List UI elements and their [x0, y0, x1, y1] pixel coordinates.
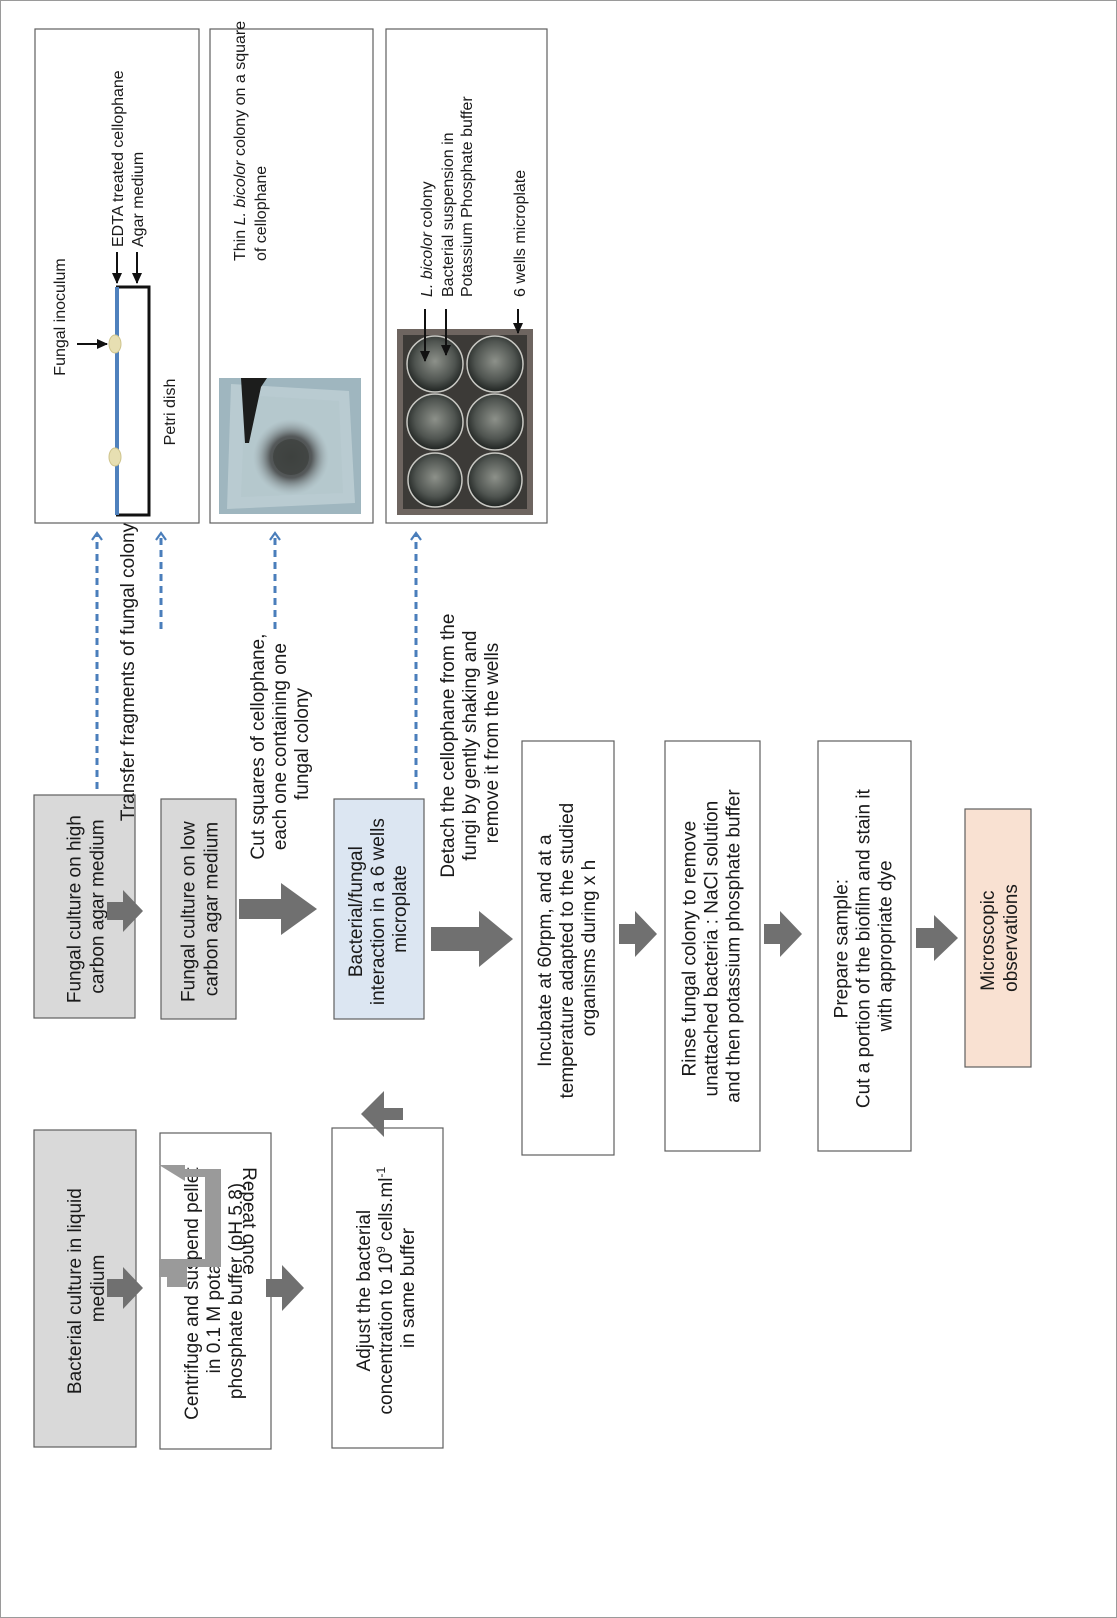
step-label-line: each one containing one	[270, 643, 291, 850]
flow-arrow	[916, 915, 958, 961]
flow-arrow	[239, 883, 317, 935]
petri-dish-label: Petri dish	[162, 379, 179, 446]
svg-text:Rinse fungal colony to remove: Rinse fungal colony to remove unattached…	[680, 789, 745, 1103]
box-bacterial-fungal-interaction: Bacterial/fungal interaction in a 6 well…	[333, 798, 425, 1020]
bacterial-suspension-label: Bacterial suspension in	[440, 132, 457, 297]
box-text: microplate	[390, 865, 411, 953]
box-text: Bacterial/fungal	[346, 846, 367, 977]
cellophane-caption: Thin L. bicolor colony on a square	[232, 21, 249, 261]
repeat-loop-arrow	[159, 1165, 221, 1287]
caption-species: L. bicolor	[232, 160, 249, 226]
svg-text:Prepare sample: Cut a po: Prepare sample: Cut a portion of the bio…	[832, 784, 897, 1108]
fungal-inoculum-blob	[108, 334, 122, 354]
panel-cellophane-colony: Thin L. bicolor colony on a square of ce…	[209, 21, 374, 524]
svg-text:Incubate at 60rpm, and at a: Incubate at 60rpm, and at a temperature …	[535, 797, 600, 1098]
microplate-photo	[397, 329, 533, 515]
box-text: organisms during x h	[579, 860, 600, 1036]
box-text: Fungal culture on low	[179, 821, 200, 1002]
box-incubate: Incubate at 60rpm, and at a temperature …	[521, 740, 615, 1156]
box-text: Fungal culture on high	[65, 815, 86, 1003]
box-text: carbon agar medium	[88, 819, 109, 993]
panel-microplate: L. bicolor colony Bacterial suspension i…	[385, 28, 548, 524]
box-text: Bacterial culture in liquid	[65, 1188, 86, 1394]
bacterial-suspension-label-line2: Potassium Phosphate buffer	[459, 96, 476, 297]
flow-arrow	[107, 1267, 143, 1309]
box-text: phosphate buffer (pH 5.8)	[226, 1183, 247, 1399]
petri-dish-outline	[116, 285, 151, 517]
caption-text: colony	[419, 181, 436, 232]
box-text: and then potassium phosphate buffer	[724, 789, 745, 1103]
box-text: Adjust the bacterial	[354, 1210, 375, 1372]
exponent-text: 9	[374, 1246, 388, 1253]
cellophane-caption-line2: of cellophane	[253, 166, 270, 261]
box-fungal-low-carbon: Fungal culture on low carbon agar medium	[160, 798, 237, 1020]
caption-species: L. bicolor	[419, 231, 436, 297]
box-prepare-sample: Prepare sample: Cut a portion of the bio…	[817, 740, 912, 1152]
svg-text:Bacterial/fungal interac: Bacterial/fungal interaction in a 6 well…	[346, 813, 411, 1005]
box-text: interaction in a 6 wells	[368, 818, 389, 1005]
box-text: Incubate at 60rpm, and at a	[535, 834, 556, 1067]
flow-arrow	[619, 911, 657, 957]
detach-label: Detach the cellophane from the fungi by …	[438, 608, 503, 877]
box-text: Cut a portion of the biofilm and stain i…	[854, 788, 875, 1108]
cut-squares-label: Cut squares of cellophane, each one cont…	[248, 628, 313, 859]
bicolor-colony-label: L. bicolor colony	[419, 181, 436, 297]
svg-text:Bacterial culture in liquid: Bacterial culture in liquid medium	[65, 1183, 109, 1394]
agar-medium-label: Agar medium	[130, 152, 147, 247]
box-text: with appropriate dye	[876, 860, 897, 1032]
repeat-once-label: Repeat once	[238, 1167, 259, 1275]
step-label-line: fungi by gently shaking and	[460, 631, 481, 861]
cellophane-photo	[219, 378, 361, 514]
box-text: temperature adapted to the studied	[557, 803, 578, 1099]
box-text: Centrifuge and suspend pellet	[182, 1167, 203, 1420]
box-text: in same buffer	[398, 1227, 419, 1348]
step-label-line: fungal colony	[292, 688, 313, 800]
microplate-label: 6 wells microplate	[512, 170, 529, 297]
box-text: observations	[1001, 884, 1022, 992]
flow-arrow	[431, 911, 513, 967]
box-microscopic-observations: Microscopic observations	[964, 808, 1032, 1068]
caption-text: Thin	[232, 225, 249, 261]
box-text: carbon agar medium	[202, 822, 223, 996]
flow-arrow	[266, 1265, 304, 1311]
svg-text:Microscopic observations: Microscopic observations	[978, 884, 1022, 992]
fungal-inoculum-blob	[108, 447, 122, 467]
step-label-line: Cut squares of cellophane,	[248, 634, 269, 860]
flow-arrow	[764, 911, 802, 957]
exponent-text: -1	[374, 1167, 388, 1178]
box-adjust-concentration: Adjust the bacterial concentration to 10…	[331, 1127, 444, 1449]
caption-text: colony on a square	[232, 21, 249, 161]
step-label-line: Detach the cellophane from the	[438, 614, 459, 878]
box-rinse: Rinse fungal colony to remove unattached…	[664, 740, 761, 1152]
panel-petri-dish: Fungal inoculum EDTA treated cellophane …	[34, 28, 200, 524]
edta-cellophane-label: EDTA treated cellophane	[110, 70, 127, 247]
box-text: Prepare sample:	[832, 879, 853, 1018]
svg-text:Fungal culture on low ca: Fungal culture on low carbon agar medium	[179, 816, 223, 1002]
svg-text:Adjust the bacterial con: Adjust the bacterial concentration to 10…	[354, 1162, 419, 1415]
box-text: concentration to 10	[376, 1253, 397, 1415]
box-text: Microscopic	[978, 890, 999, 990]
flow-arrow	[361, 1091, 403, 1137]
svg-text:Fungal culture on high c: Fungal culture on high carbon agar mediu…	[65, 810, 109, 1003]
transfer-label: Transfer fragments of fungal colony	[118, 522, 139, 821]
step-label-line: Transfer fragments of fungal colony	[118, 522, 139, 821]
flow-arrow	[107, 890, 143, 932]
box-text: unattached bacteria : NaCl solution	[702, 801, 723, 1097]
box-text: Rinse fungal colony to remove	[680, 821, 701, 1077]
fungal-inoculum-label: Fungal inoculum	[52, 258, 69, 375]
step-label-line: remove it from the wells	[482, 643, 503, 844]
box-text: cells.ml	[376, 1178, 397, 1247]
box-text: medium	[88, 1255, 109, 1323]
